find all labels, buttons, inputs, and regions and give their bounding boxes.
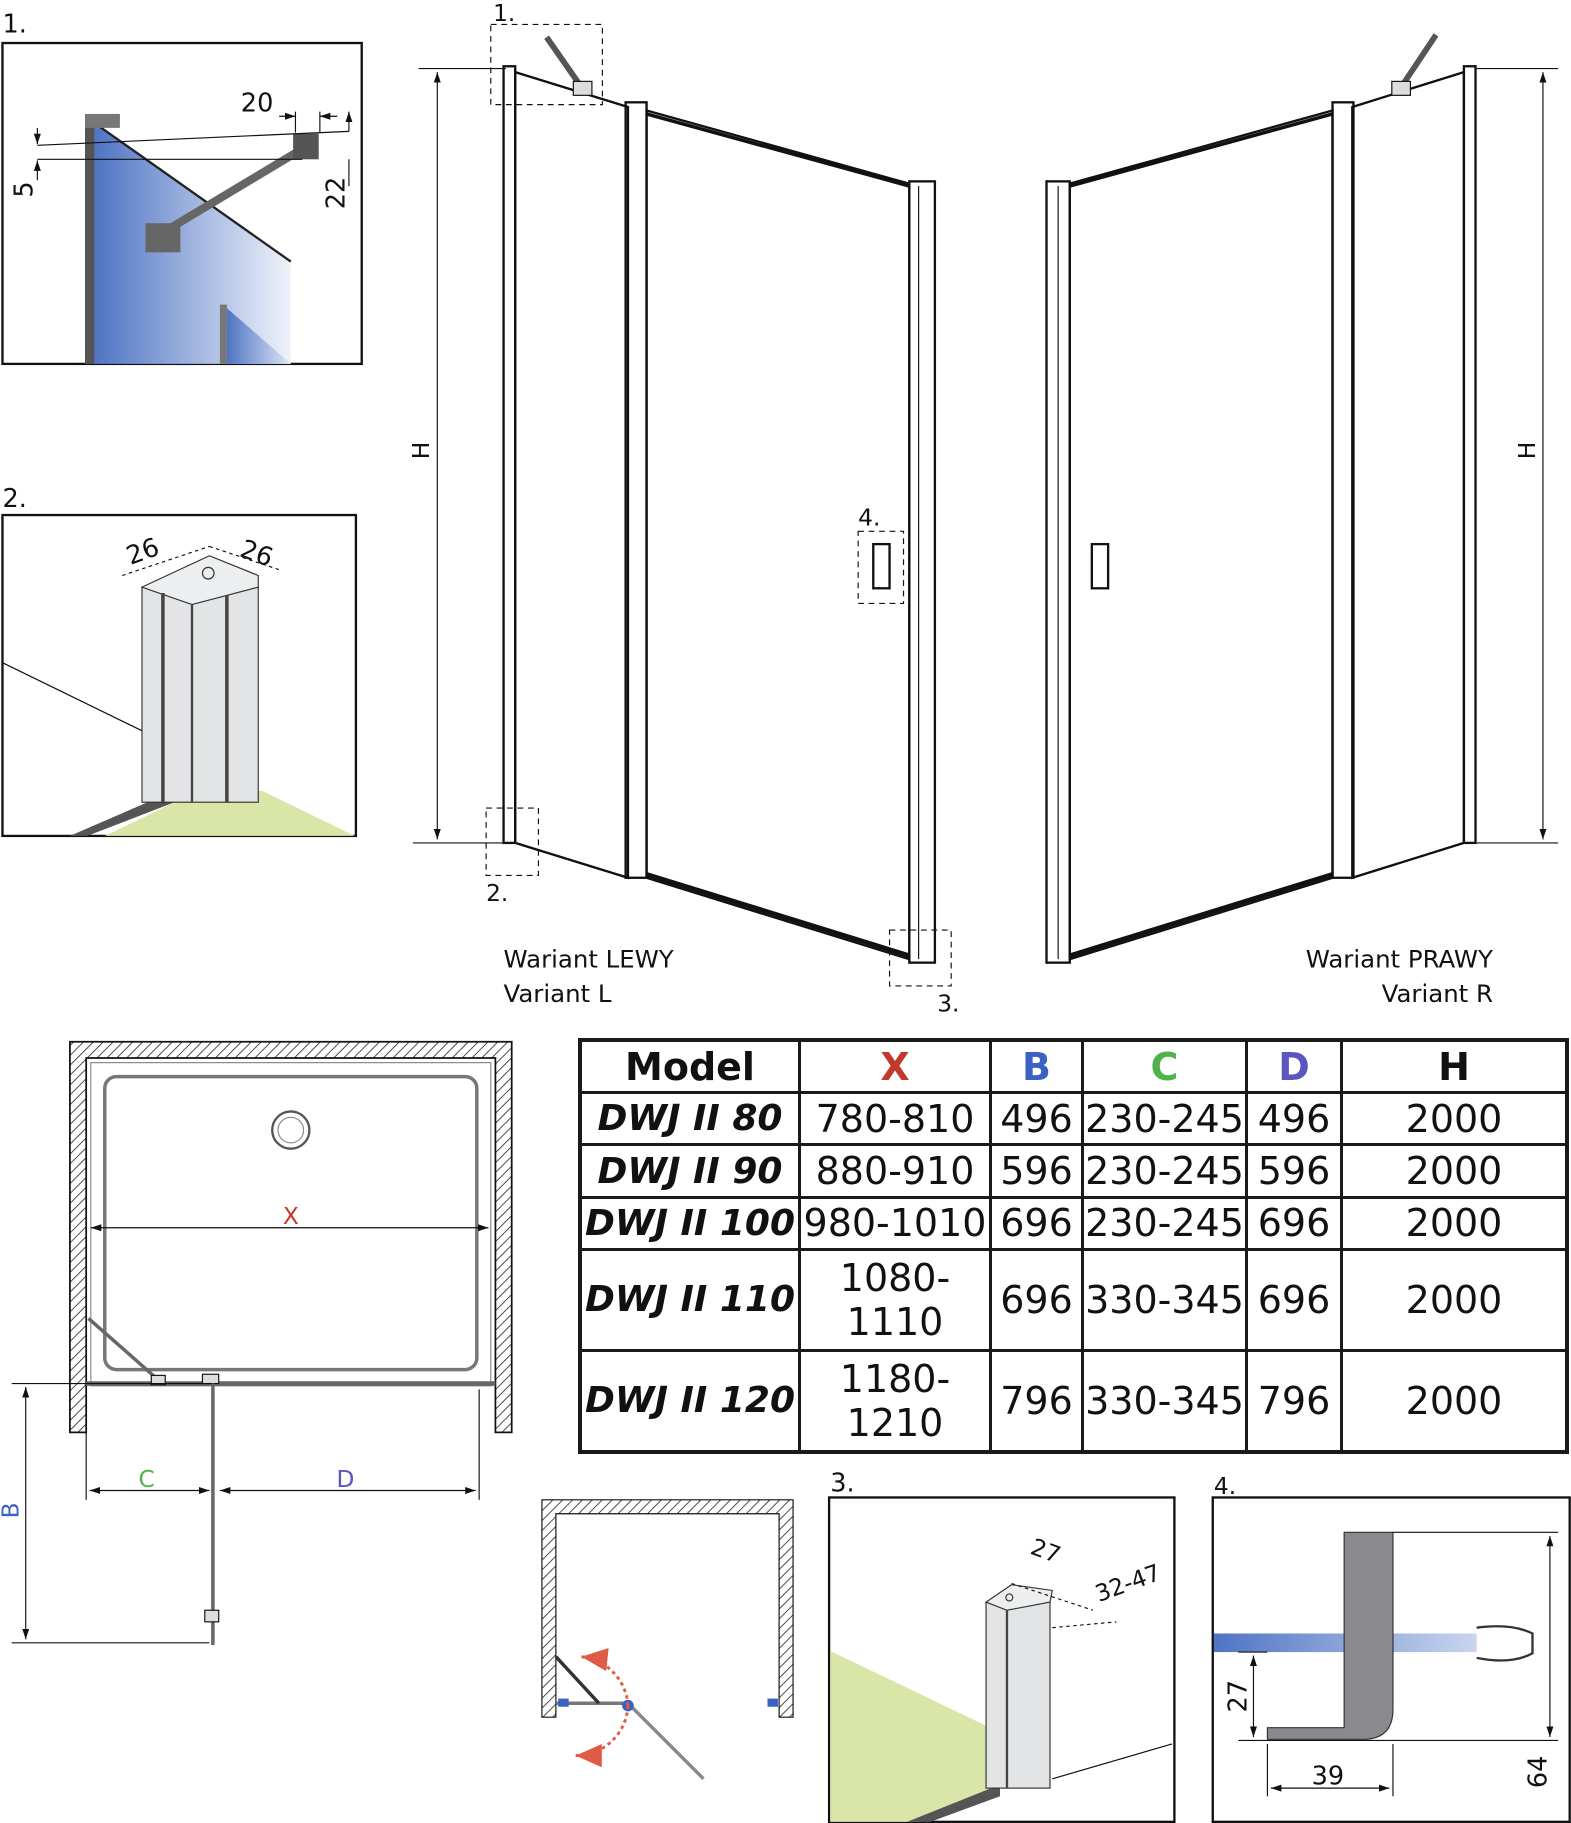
cell-model: DWJ II 120	[578, 1348, 801, 1454]
dim-64: 64	[1523, 1756, 1553, 1789]
col-model: Model	[578, 1038, 801, 1095]
cell-d: 696	[1245, 1195, 1343, 1251]
variant-right-en: Variant R	[1382, 979, 1493, 1008]
cell-x: 980-1010	[798, 1195, 992, 1251]
cell-x: 1080-1110	[798, 1247, 992, 1352]
cell-h: 2000	[1340, 1348, 1569, 1454]
table-row: DWJ II 100 980-1010 696 230-245 696 2000	[578, 1195, 1569, 1251]
door-variant-left	[412, 23, 952, 987]
plan-view	[11, 1040, 513, 1646]
plan-dim-c: C	[139, 1466, 155, 1493]
cell-b: 596	[989, 1143, 1084, 1199]
detail-1: 1. 20 5 22	[1, 10, 363, 366]
cell-x: 780-810	[798, 1091, 992, 1147]
detail-4: 4. 27 39 64	[1211, 1473, 1571, 1823]
cell-b: 696	[989, 1195, 1084, 1251]
plan-dim-x: X	[283, 1203, 299, 1230]
col-c: C	[1081, 1038, 1248, 1095]
dim-22: 22	[321, 177, 351, 210]
dim-5: 5	[10, 181, 40, 197]
callout-1: 1.	[493, 0, 515, 27]
cell-c: 330-345	[1081, 1348, 1248, 1454]
cell-model: DWJ II 100	[578, 1195, 801, 1251]
cell-d: 696	[1245, 1247, 1343, 1352]
detail-4-label: 4.	[1214, 1473, 1236, 1500]
cell-c: 230-245	[1081, 1195, 1248, 1251]
callout-3: 3.	[937, 990, 959, 1017]
table-row: DWJ II 120 1180-1210 796 330-345 796 200…	[578, 1348, 1569, 1454]
detail-3: 3. 27 32-47	[827, 1469, 1176, 1823]
variant-left-en: Variant L	[504, 979, 612, 1008]
col-h: H	[1340, 1038, 1569, 1095]
col-b: B	[989, 1038, 1084, 1095]
cell-d: 496	[1245, 1091, 1343, 1147]
dim-39: 39	[1312, 1762, 1345, 1792]
cell-d: 796	[1245, 1348, 1343, 1454]
detail-3-label: 3.	[830, 1469, 854, 1499]
plan-dim-b: B	[0, 1502, 25, 1518]
cell-c: 330-345	[1081, 1247, 1248, 1352]
cell-c: 230-245	[1081, 1091, 1248, 1147]
dim-27-handle: 27	[1223, 1680, 1253, 1713]
cell-model: DWJ II 110	[578, 1247, 801, 1352]
variant-right-pl: Wariant PRAWY	[1306, 944, 1493, 973]
table-row: DWJ II 110 1080-1110 696 330-345 696 200…	[578, 1247, 1569, 1352]
callout-2: 2.	[486, 880, 508, 907]
table-row: DWJ II 80 780-810 496 230-245 496 2000	[578, 1091, 1569, 1147]
detail-2-label: 2.	[2, 484, 26, 514]
door-variant-right	[1045, 33, 1559, 964]
swing-diagram	[541, 1499, 794, 1781]
cell-d: 596	[1245, 1143, 1343, 1199]
table-header-row: Model X B C D H	[578, 1038, 1569, 1095]
cell-h: 2000	[1340, 1247, 1569, 1352]
plan-dim-d: D	[336, 1466, 354, 1493]
cell-model: DWJ II 80	[578, 1091, 801, 1147]
cell-model: DWJ II 90	[578, 1143, 801, 1199]
dim-20: 20	[241, 89, 274, 119]
detail-1-label: 1.	[2, 10, 26, 40]
dim-h-left: H	[408, 442, 435, 459]
cell-b: 696	[989, 1247, 1084, 1352]
cell-h: 2000	[1340, 1143, 1569, 1199]
cell-b: 496	[989, 1091, 1084, 1147]
dim-h-right: H	[1514, 442, 1541, 459]
col-d: D	[1245, 1038, 1343, 1095]
variant-left-pl: Wariant LEWY	[504, 944, 674, 973]
callout-4: 4.	[858, 505, 880, 532]
col-x: X	[798, 1038, 992, 1095]
cell-h: 2000	[1340, 1091, 1569, 1147]
detail-2: 2. 26 26	[1, 484, 358, 838]
cell-x: 1180-1210	[798, 1348, 992, 1454]
cell-c: 230-245	[1081, 1143, 1248, 1199]
table-row: DWJ II 90 880-910 596 230-245 596 2000	[578, 1143, 1569, 1199]
cell-x: 880-910	[798, 1143, 992, 1199]
cell-b: 796	[989, 1348, 1084, 1454]
dimensions-table: Model X B C D H DWJ II 80 780-810 496 23…	[578, 1038, 1569, 1454]
cell-h: 2000	[1340, 1195, 1569, 1251]
